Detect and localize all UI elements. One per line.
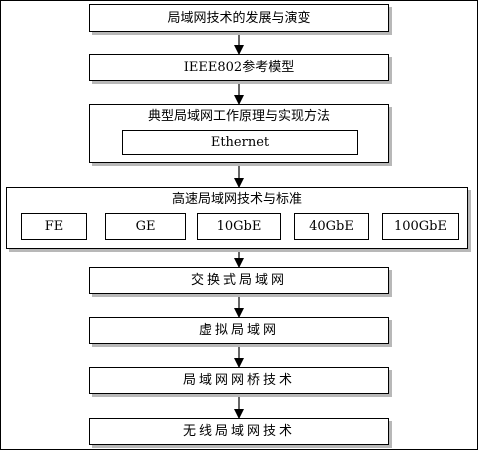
subnode-ethernet-label: Ethernet	[210, 135, 270, 150]
node-lan-evolution-label: 局域网技术的发展与演变	[167, 10, 311, 26]
subnode-10gbe-label: 10GbE	[216, 219, 262, 234]
node-lan-bridge-label: 局域网网桥技术	[182, 373, 295, 388]
node-typical-lan-principles: 典型局域网工作原理与实现方法 Ethernet	[89, 104, 389, 163]
subnode-100gbe-label: 100GbE	[393, 219, 447, 234]
node-switched-lan-label: 交换式局域网	[190, 273, 287, 288]
node-lan-evolution: 局域网技术的发展与演变	[89, 4, 389, 32]
subnode-ge: GE	[105, 213, 186, 240]
subnode-10gbe: 10GbE	[197, 213, 281, 240]
node-wireless-lan: 无线局域网技术	[89, 418, 389, 445]
subnode-ge-label: GE	[135, 219, 156, 234]
node-virtual-lan-label: 虚拟局域网	[198, 323, 279, 338]
node-high-speed-lan: 高速局域网技术与标准 FE GE 10GbE 40GbE 100GbE	[6, 187, 468, 249]
node-virtual-lan: 虚拟局域网	[89, 317, 389, 344]
subnode-ethernet: Ethernet	[122, 130, 358, 155]
node-switched-lan: 交换式局域网	[89, 267, 389, 294]
node-ieee802-model-label: IEEE802参考模型	[183, 60, 295, 75]
node-lan-bridge: 局域网网桥技术	[89, 367, 389, 394]
node-high-speed-lan-label: 高速局域网技术与标准	[171, 192, 302, 207]
subnode-100gbe: 100GbE	[382, 213, 459, 240]
node-typical-lan-principles-label: 典型局域网工作原理与实现方法	[147, 109, 330, 124]
subnode-fe: FE	[21, 213, 87, 240]
subnode-fe-label: FE	[44, 219, 64, 234]
node-ieee802-model: IEEE802参考模型	[89, 54, 389, 81]
subnode-40gbe-label: 40GbE	[309, 219, 354, 234]
subnode-40gbe: 40GbE	[294, 213, 369, 240]
node-wireless-lan-label: 无线局域网技术	[182, 424, 295, 439]
